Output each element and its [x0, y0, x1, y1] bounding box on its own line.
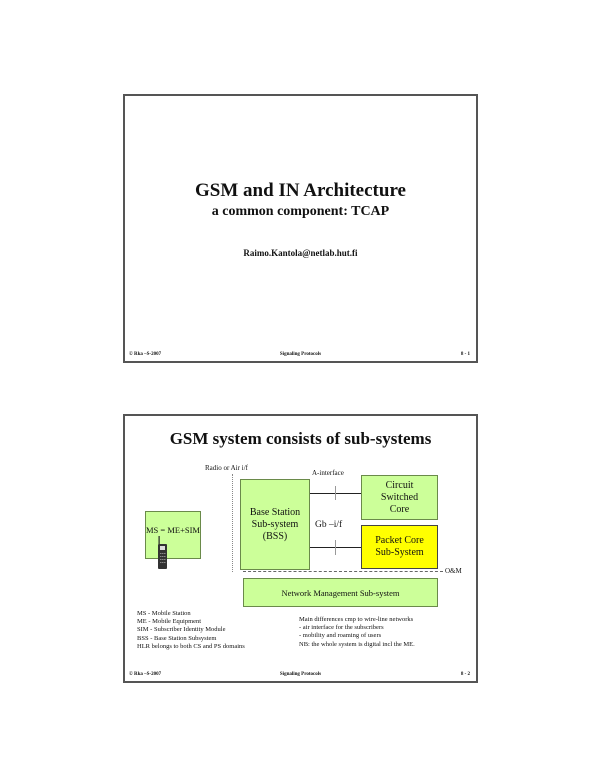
a-interface-label: A-interface: [312, 469, 344, 477]
note-item: - air interface for the subscribers: [299, 624, 384, 632]
radio-interface-label: Radio or Air i/f: [205, 464, 248, 472]
circuit-box-line: Switched: [380, 491, 419, 503]
slide-2: GSM system consists of sub-systems Radio…: [123, 414, 478, 683]
footer-page-number: 8 - 2: [460, 672, 470, 677]
legend-item: ME - Mobile Equipment: [137, 618, 202, 626]
circuit-box-line: Core: [389, 503, 410, 515]
footer-copyright: © Rka –S-2007: [129, 672, 162, 677]
footer-page-number: 8 - 1: [460, 352, 470, 357]
footer-copyright: © Rka –S-2007: [129, 352, 162, 357]
slide-title: GSM system consists of sub-systems: [169, 429, 432, 448]
packet-box-line: Sub-System: [375, 547, 424, 558]
mobile-phone-icon: [157, 536, 169, 575]
circuit-switched-core-box: Circuit Switched Core: [361, 475, 438, 520]
packet-box-line: Packet Core: [375, 535, 424, 546]
om-divider: [243, 571, 443, 572]
footer-course: Signaling Protocols: [279, 352, 322, 357]
slide-1: GSM and IN Architecture a common compone…: [123, 94, 478, 363]
bss-box: Base Station Sub-system (BSS): [240, 479, 310, 570]
gb-interface-label: Gb –i/f: [315, 520, 343, 530]
ms-box-label: MS = ME+SIM: [146, 525, 200, 535]
radio-interface-divider: [232, 474, 233, 572]
slide-subtitle: a common component: TCAP: [211, 204, 390, 219]
bss-box-line: Sub-system: [251, 518, 299, 530]
legend-item: HLR belongs to both CS and PS domains: [137, 642, 245, 650]
slide-title: GSM and IN Architecture: [195, 180, 406, 201]
a-interface-tick: [335, 486, 336, 500]
note-item: NB: the whole system is digital incl the…: [299, 640, 415, 648]
bss-box-line: (BSS): [262, 530, 288, 542]
note-item: Main differences cmp to wire-line networ…: [299, 616, 414, 623]
note-item: - mobility and roaming of users: [299, 632, 382, 640]
bss-box-line: Base Station: [249, 506, 301, 518]
ms-box: MS = ME+SIM: [145, 511, 201, 559]
gb-interface-tick: [335, 540, 336, 555]
network-management-box: Network Management Sub-system: [243, 578, 438, 607]
legend-item: MS - Mobile Station: [137, 610, 191, 617]
abbreviation-legend: MS - Mobile Station ME - Mobile Equipmen…: [137, 610, 245, 651]
packet-core-box: Packet Core Sub-System: [361, 525, 438, 569]
nms-box-label: Network Management Sub-system: [281, 587, 400, 598]
legend-item: BSS - Base Station Subsystem: [137, 634, 217, 642]
footer-course: Signaling Protocols: [279, 672, 322, 677]
differences-notes: Main differences cmp to wire-line networ…: [299, 616, 415, 649]
om-label: O&M: [445, 567, 462, 575]
author-email: Raimo.Kantola@netlab.hut.fi: [243, 248, 358, 258]
legend-item: SIM - Subscriber Identity Module: [137, 626, 226, 634]
circuit-box-line: Circuit: [385, 479, 414, 491]
